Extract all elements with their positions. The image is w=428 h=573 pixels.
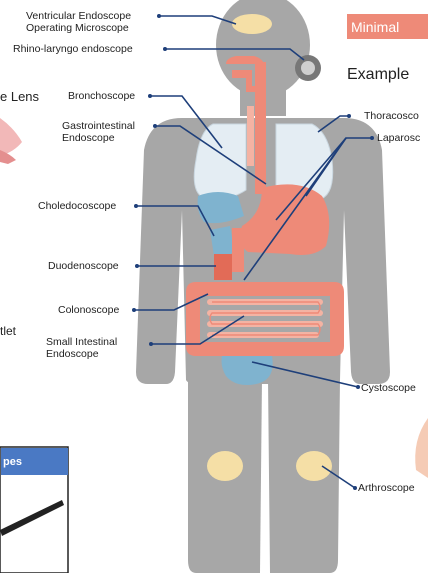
header-subtitle: Example [347, 66, 409, 83]
lens-label: e Lens [0, 89, 40, 104]
label-ventricular-endoscope: Ventricular Endoscope [26, 10, 131, 22]
outlet-label: tlet [0, 324, 17, 338]
esophagus [255, 62, 266, 194]
left-knee-highlight [207, 451, 243, 481]
lens-probe-fragment [0, 118, 22, 164]
right-edge-shape [415, 418, 428, 478]
label-rhino-laryngo-endoscope: Rhino-laryngo endoscope [13, 43, 133, 55]
gallbladder [210, 226, 234, 258]
label-choledocoscope: Choledocoscope [38, 200, 116, 212]
label-bronchoscope: Bronchoscope [68, 90, 135, 102]
label-laparoscope: Laparosc [377, 132, 420, 144]
label-colonoscope: Colonoscope [58, 304, 119, 316]
header-banner-text: Minimal [351, 19, 399, 35]
label-cystoscope: Cystoscope [361, 382, 416, 394]
label-small-intestinal-endoscope: Endoscope [46, 348, 99, 360]
label-operating-microscope: Operating Microscope [26, 22, 129, 34]
label-gastrointestinal-endoscope: Endoscope [62, 132, 115, 144]
label-arthroscope: Arthroscope [358, 482, 415, 494]
duodenum-bend [214, 254, 232, 280]
ear-inner [301, 61, 315, 75]
label-small-intestinal: Small Intestinal [46, 336, 117, 348]
scopes-box-title: pes [3, 456, 22, 468]
label-thoracoscope: Thoracosco [364, 110, 419, 122]
brain-highlight [232, 14, 272, 34]
right-knee-highlight [296, 451, 332, 481]
label-duodenoscope: Duodenoscope [48, 260, 119, 272]
label-gastrointestinal: Gastrointestinal [62, 120, 135, 132]
trachea [247, 106, 254, 166]
